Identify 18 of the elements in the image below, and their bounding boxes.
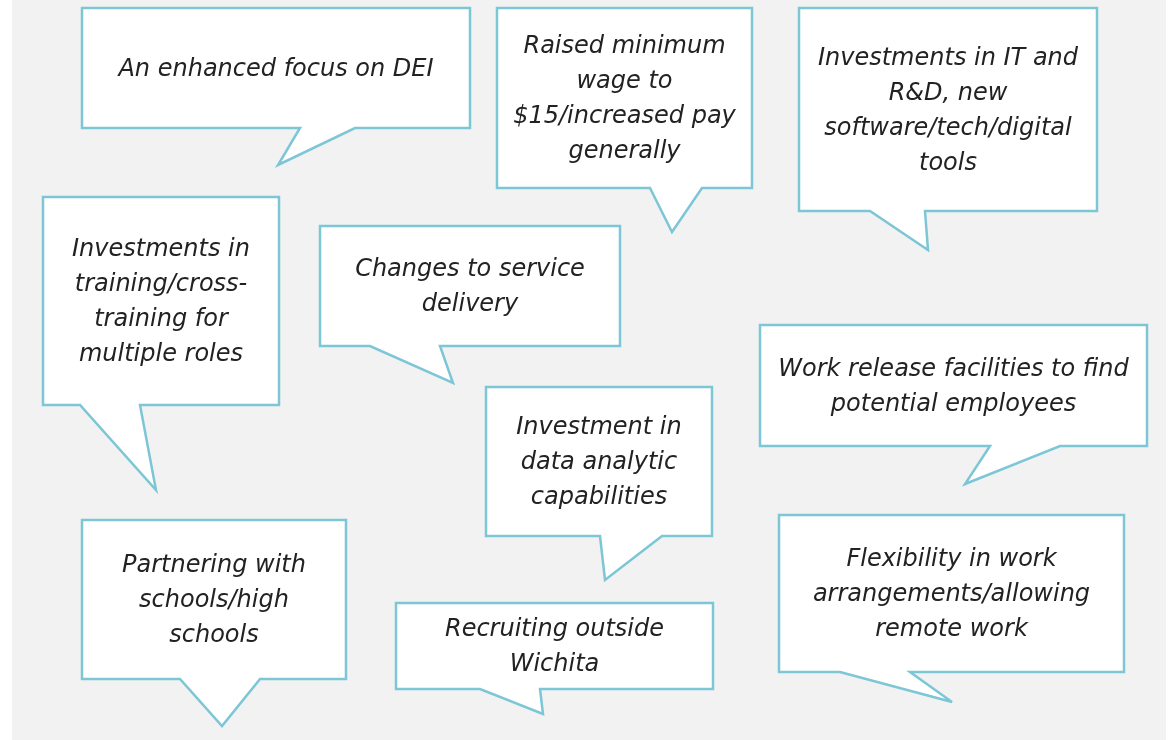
- speech-bubble: [799, 8, 1097, 250]
- speech-bubble: [82, 520, 346, 726]
- speech-bubble: [82, 8, 470, 165]
- speech-bubble: [320, 226, 620, 383]
- bubble-text: Work release facilities to find potential employees: [777, 352, 1130, 419]
- bubble-text: Flexibility in work arrangements/allowing remote work: [811, 543, 1092, 644]
- bubble-text: An enhanced focus on DEI: [118, 52, 434, 84]
- bubble-text: Partnering with schools/high schools: [121, 549, 307, 650]
- speech-bubble: [779, 515, 1124, 702]
- speech-bubble: [760, 325, 1147, 484]
- speech-bubble: [486, 387, 712, 580]
- bubble-text: Raised minimum wage to $15/increased pay generally: [512, 30, 737, 166]
- bubble-text: Investment in data analytic capabilities: [515, 411, 683, 512]
- bubble-text: Investments in IT and R&D, new software/tech/digital tools: [816, 41, 1080, 178]
- speech-bubble: [497, 8, 752, 232]
- speech-bubble: [396, 603, 713, 714]
- bubble-text: Recruiting outside Wichita: [444, 613, 665, 679]
- bubble-text: Changes to service delivery: [354, 253, 586, 319]
